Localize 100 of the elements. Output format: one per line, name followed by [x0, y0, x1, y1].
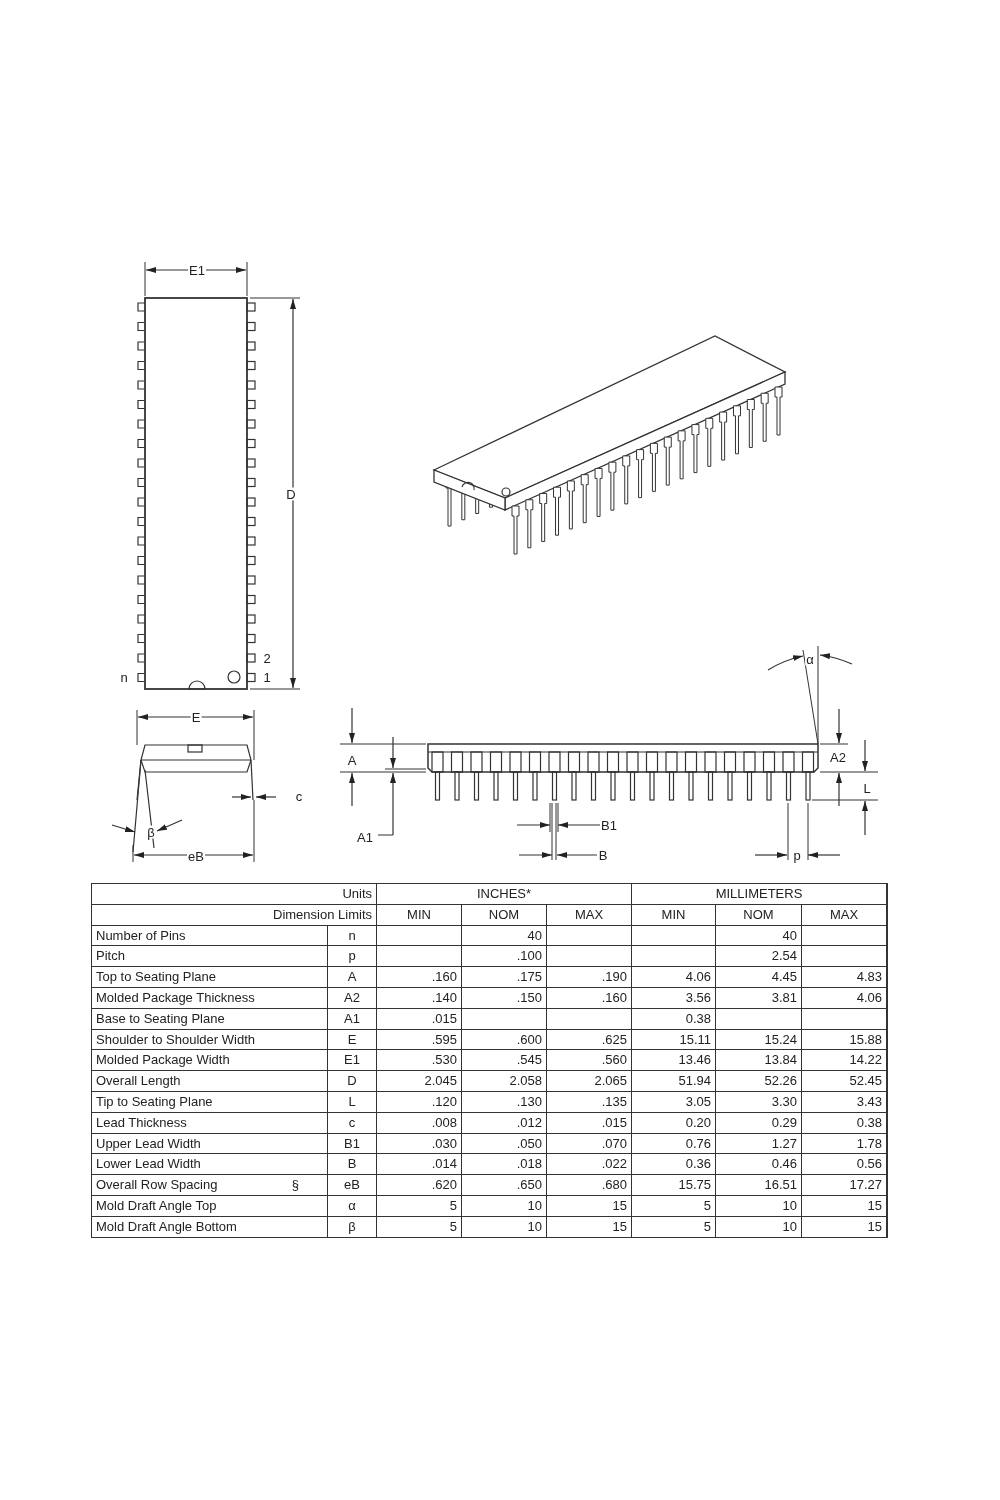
dimension-value: .160 — [547, 988, 631, 1008]
angle-label: β — [146, 825, 156, 839]
dimension-value: .135 — [547, 1091, 631, 1112]
dimension-label: A — [346, 753, 358, 767]
dimension-name: Lead Thickness — [92, 1112, 327, 1133]
dimension-name: Lower Lead Width — [92, 1154, 327, 1175]
dimension-symbol: E1 — [328, 1050, 376, 1071]
dimension-value: .625 — [547, 1029, 631, 1050]
dimension-name: Molded Package Thickness — [92, 988, 327, 1008]
pin-number: 1 — [262, 670, 272, 684]
dimension-value: .022 — [547, 1154, 631, 1175]
dimension-value: 0.29 — [716, 1112, 801, 1133]
dimension-value: 1.78 — [802, 1133, 886, 1154]
dimension-value: 17.27 — [802, 1175, 886, 1195]
dimension-symbol: α — [328, 1195, 376, 1216]
dimension-value: 0.38 — [632, 1008, 715, 1029]
dimension-value: 15 — [547, 1216, 631, 1237]
column-header: MAX — [802, 904, 886, 925]
column-header: MIN — [377, 904, 461, 925]
dimension-value: 2.045 — [377, 1071, 461, 1091]
dimension-symbol: A — [328, 967, 376, 987]
dimension-name: Top to Seating Plane — [92, 967, 327, 987]
dimension-value: .120 — [377, 1091, 461, 1112]
dimension-value: 14.22 — [802, 1050, 886, 1071]
dimension-value: 0.56 — [802, 1154, 886, 1175]
dimension-label: A1 — [356, 830, 374, 844]
dimension-symbol: E — [328, 1029, 376, 1050]
dimension-value: 10 — [462, 1195, 546, 1216]
dimension-name: Mold Draft Angle Bottom — [92, 1216, 327, 1237]
column-header: NOM — [462, 904, 546, 925]
dimension-value: 5 — [632, 1195, 715, 1216]
dimension-value: 13.46 — [632, 1050, 715, 1071]
dimension-name: Molded Package Width — [92, 1050, 327, 1071]
dimension-symbol: D — [328, 1071, 376, 1091]
dimension-value: .150 — [462, 988, 546, 1008]
dimension-value: 0.20 — [632, 1112, 715, 1133]
dimension-value: 0.46 — [716, 1154, 801, 1175]
dimension-value: 0.36 — [632, 1154, 715, 1175]
dimension-value: 15.75 — [632, 1175, 715, 1195]
dimension-value: 13.84 — [716, 1050, 801, 1071]
dimension-value: 3.56 — [632, 988, 715, 1008]
dimension-value: 52.26 — [716, 1071, 801, 1091]
dimension-value: 0.38 — [802, 1112, 886, 1133]
dimension-value: .140 — [377, 988, 461, 1008]
dimension-label: B — [597, 848, 609, 862]
column-header: MILLIMETERS — [632, 884, 886, 904]
dimension-value: .190 — [547, 967, 631, 987]
dimension-value: 15.88 — [802, 1029, 886, 1050]
dimension-symbol: p — [328, 946, 376, 967]
dimension-value: 4.45 — [716, 967, 801, 987]
dimension-value: 15.11 — [632, 1029, 715, 1050]
dimension-label: L — [862, 781, 872, 795]
footnote-mark: § — [291, 1176, 300, 1195]
dimension-name: Overall Row Spacing — [96, 1176, 218, 1195]
dimension-value: .050 — [462, 1133, 546, 1154]
dimension-name: Base to Seating Plane — [92, 1008, 327, 1029]
column-header: Dimension Limits — [92, 904, 376, 925]
dimension-value: 5 — [377, 1195, 461, 1216]
dimension-label: eB — [187, 849, 205, 863]
dimension-value: 15 — [802, 1216, 886, 1237]
column-header: INCHES* — [377, 884, 631, 904]
dimension-value: .015 — [377, 1008, 461, 1029]
dimension-name: Shoulder to Shoulder Width — [92, 1029, 327, 1050]
dimension-value: .015 — [547, 1112, 631, 1133]
dimension-symbol: β — [328, 1216, 376, 1237]
dimension-value: 2.058 — [462, 1071, 546, 1091]
pin-number: 2 — [262, 651, 272, 665]
dimension-value: .012 — [462, 1112, 546, 1133]
dimension-value: .620 — [377, 1175, 461, 1195]
dimension-name: Tip to Seating Plane — [92, 1091, 327, 1112]
dimension-value: .030 — [377, 1133, 461, 1154]
dimension-value: .014 — [377, 1154, 461, 1175]
dimension-value: 2.54 — [716, 946, 801, 967]
dimension-symbol: L — [328, 1091, 376, 1112]
dimension-name: Overall Length — [92, 1071, 327, 1091]
dimension-value: 15 — [547, 1195, 631, 1216]
dimension-value: 3.43 — [802, 1091, 886, 1112]
dimension-value: .160 — [377, 967, 461, 987]
dimension-value: 1.27 — [716, 1133, 801, 1154]
dimension-value: .530 — [377, 1050, 461, 1071]
dimension-value: 5 — [632, 1216, 715, 1237]
dimension-value: 40 — [462, 925, 546, 946]
dimension-symbol: eB — [328, 1175, 376, 1195]
dimension-value: .595 — [377, 1029, 461, 1050]
dimension-symbol: A1 — [328, 1008, 376, 1029]
dimension-value: 15.24 — [716, 1029, 801, 1050]
dimension-value: 2.065 — [547, 1071, 631, 1091]
dimension-label: B1 — [600, 818, 618, 832]
dimension-value: 0.76 — [632, 1133, 715, 1154]
dimension-symbol: n — [328, 925, 376, 946]
dimension-label: E — [190, 710, 202, 724]
dimension-name: Upper Lead Width — [92, 1133, 327, 1154]
dimension-symbol: c — [328, 1112, 376, 1133]
dimension-value: 10 — [462, 1216, 546, 1237]
dimension-value: .650 — [462, 1175, 546, 1195]
dimension-name: Mold Draft Angle Top — [92, 1195, 327, 1216]
column-header: Units — [92, 884, 376, 904]
dimension-value: 10 — [716, 1216, 801, 1237]
dimension-value: 5 — [377, 1216, 461, 1237]
dimension-value: .560 — [547, 1050, 631, 1071]
